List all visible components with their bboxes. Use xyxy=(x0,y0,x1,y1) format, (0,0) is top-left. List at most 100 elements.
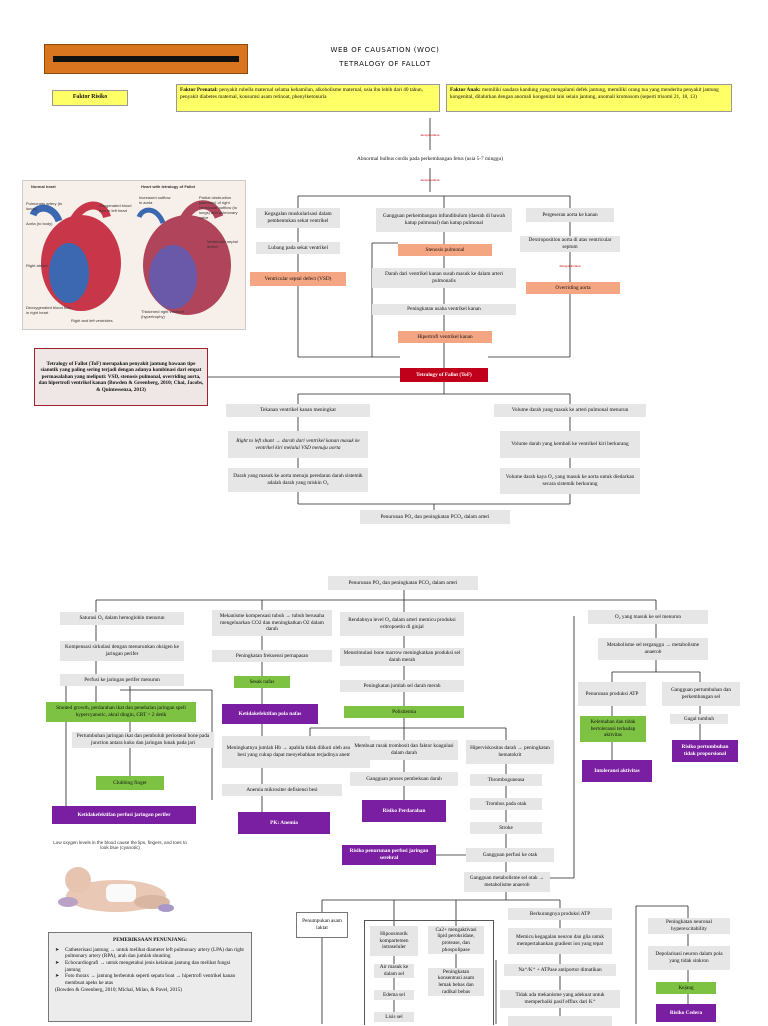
node-depolarisasi: Depolarisasi neuron dalam pola yang tida… xyxy=(648,946,730,970)
node-ketidakefektifan-perfusi: Ketidakefektifan perfusi jaringan perife… xyxy=(52,806,196,824)
node-air-masuk: Air masuk ke dalam sel xyxy=(374,964,414,978)
node-peningkatan-sel: Peningkatan jumlah sel darah merah xyxy=(340,680,464,692)
node-vol3: Volume darah kaya O₂ yang masuk ke aorta… xyxy=(500,468,640,494)
node-clubbing: Clubbing finger xyxy=(96,776,164,790)
fig-label-pa: Pulmonary artery (to lungs) xyxy=(26,201,63,211)
node-kelemahan: Kelemahan dan tidak bertoleransi terhada… xyxy=(580,716,646,742)
node-penumpukan: Penumpukan asam laktat xyxy=(296,912,348,938)
prenatal-text: penyakit rubella maternal selama kehamil… xyxy=(180,87,423,100)
node-intoleransi: Intoleransi aktivitas xyxy=(582,760,652,782)
node-pergeseran: Pergeseran aorta ke kanan xyxy=(526,208,614,222)
node-gagal-tumbuh: Gagal tumbuh xyxy=(670,714,728,724)
penunjang-title: PEMERIKSAAN PENUNJANG: xyxy=(113,937,187,943)
prenatal-title: Faktor Prenatal: xyxy=(180,87,218,93)
child-title: Faktor Anak: xyxy=(450,87,481,93)
node-risiko-cedera: Risiko Cedera xyxy=(656,1004,716,1022)
node-peningkatan-neuronal: Peningkatan neuronal hyperexcitability xyxy=(648,918,730,934)
fig-label-obstruction: Partial obstruction (stenosis) of right … xyxy=(199,195,238,220)
tag-mengakibatkan: Mengakibatkan xyxy=(559,264,581,268)
node-berkurang-atp: Berkurangnya produksi ATP xyxy=(508,908,612,920)
node-abnormal: Abnormal bulbus cordis pada perkembangan… xyxy=(344,152,516,167)
node-risiko-perdarahan: Risiko Perdarahan xyxy=(362,800,446,822)
node-hiperviskositas: Hiperviskositas darah → peningkatan hema… xyxy=(466,740,554,764)
node-kegagalan: Kegagalan muskularisasi dalam pembentuka… xyxy=(256,208,340,228)
fig-label-ventricles: Right and left ventricles xyxy=(71,318,113,323)
node-thromboguneasa: Thromboguneasa xyxy=(470,774,542,786)
node-penurunan-2: Penurunan PO₂ dan peningkatan PCO₂ dalam… xyxy=(328,576,478,590)
fig-label-outflow: Increased outflow in aorta xyxy=(139,195,171,205)
node-vsd: Ventricular septal defect (VSD) xyxy=(250,272,346,286)
node-metabolisme-anaerob: Metabolisme sel terganggu → metabolisme … xyxy=(598,638,708,660)
node-peningkatan-usaha: Peningkatan usaha ventrikel kanan xyxy=(372,304,516,315)
node-memicu: Memicu kegagalan neuron dan glia untuk m… xyxy=(508,928,612,954)
node-tekanan: Tekanan ventrikel kanan meningkat xyxy=(226,404,370,417)
node-meningkatnya-hb: Meningkatnya jumlah Hb → apabila tidak d… xyxy=(222,736,370,768)
header-banner xyxy=(44,44,248,74)
node-mekanisme: Mekanisme kompensasi tubuh → tubuh berus… xyxy=(212,610,332,636)
penunjang-item-2: ➤Echocardiografi → untuk mengetahui jeni… xyxy=(55,959,231,973)
prenatal-factor: Faktor Prenatal: penyakit rubella matern… xyxy=(176,84,440,112)
node-membuat-rusak: Membuat rusak trombosit dan faktor koagu… xyxy=(350,740,458,760)
node-darah-vka: Darah dari ventrikel kanan susah masuk k… xyxy=(372,268,516,288)
heart-figure: Normal heart Heart with tetralogy of Fal… xyxy=(22,180,246,330)
node-tidak-ada: Tidak ada mekanisme yang adekuat untuk m… xyxy=(500,990,620,1008)
fig-label-vsd: Ventricular septal defect xyxy=(207,239,238,249)
node-dextroposition: Dextroposition aorta di atas ventricular… xyxy=(520,236,620,252)
node-kompensasi: Kompensasi sirkulasi dengan menurunkan o… xyxy=(60,641,184,661)
tof-definition: Tetralogy of Fallot (ToF) merupakan peny… xyxy=(34,348,208,406)
fig-label-aorta: Aorta (to body) xyxy=(26,221,53,226)
fig-label-deoxy: Deoxygenated blood flow in right heart xyxy=(26,305,71,315)
penunjang-item-3: ➤Foto thorax → jantung berbentuk seperti… xyxy=(55,973,236,986)
page-title: WEB OF CAUSATION (WOC) xyxy=(330,46,440,54)
node-pk-anemia: PK: Anemia xyxy=(238,812,330,834)
node-na-k: Na⁺/K⁺ + ATPase antiportor dimatikan xyxy=(504,964,616,976)
node-o2-sel: O₂ yang masuk ke sel menurun xyxy=(588,610,708,624)
child-text: memiliki saudara kandung yang mengalami … xyxy=(450,87,719,100)
tag-menyebabkan-2: menyebabkan xyxy=(420,178,440,182)
node-gangguan-beku: Gangguan proses pembekuan darah xyxy=(350,772,458,786)
bottom-bracket-1 xyxy=(364,920,494,1025)
node-peningkatan-asam: Peningkatan konsentrasi asam lemak bebas… xyxy=(428,968,484,996)
node-anemia-mikrositer: Anemia mikrositer defisiensi besi xyxy=(222,784,342,796)
fig-normal-title: Normal heart xyxy=(31,184,56,189)
node-lisis: Lisis sel xyxy=(374,1012,414,1022)
node-risiko-perfusi: Risiko penurunan perfusi jaringan serebr… xyxy=(342,845,436,865)
node-perfusi: Perfusi ke jaringan perifer menurun xyxy=(60,674,184,686)
node-stunted: Stunted growth, perdarahan ikat dan pene… xyxy=(46,702,196,722)
node-overriding: Overriding aorta xyxy=(526,282,620,294)
node-pertumbuhan: Pertumbuhan jaringan ikat dan pembuluh p… xyxy=(72,732,214,748)
node-menstimulasi: Menstimulasi bone marrow meningkatkan pr… xyxy=(340,648,464,666)
node-hipoosmotik: Hipoosmotik kompartemen intraseluler xyxy=(370,926,418,956)
node-hipertrofi: Hipertrofi ventrikel kanan xyxy=(398,331,492,343)
node-risiko-pertumbuhan: Risiko pertumbuhan tidak proporsional xyxy=(672,740,738,762)
node-polisitemia: Polisitemia xyxy=(344,706,464,718)
node-ketidakefektifan-pola: Ketidakefektifan pola nafas xyxy=(222,704,318,724)
tag-menyebabkan-1: menyebabkan xyxy=(420,133,440,137)
node-gangguan-metabolisme-otak: Gangguan metabolisme sel otak → metaboli… xyxy=(464,872,550,892)
node-gangguan-perfusi-otak: Gangguan perfusi ke otak xyxy=(466,848,554,862)
penunjang-item-1: ➤Catheterisasi jantung → untuk melihat d… xyxy=(55,946,244,960)
header-banner-bar xyxy=(53,56,239,62)
node-peningkatan-pernapasan: Peningkatan frekuensi pernapasan xyxy=(212,650,332,662)
node-ca2: Ca2+ mengaktivasi lipid peroksidase, pro… xyxy=(428,926,484,954)
node-trombus: Trombus pada otak xyxy=(470,798,542,810)
baby-illustration xyxy=(58,867,174,912)
node-penurunan-atp: Penurunan produksi ATP xyxy=(578,682,646,706)
node-lubang: Lubang pada sekat ventrikel xyxy=(256,242,340,254)
node-sesak: Sesak nafas xyxy=(234,676,290,688)
node-darah-aorta: Darah yang masuk ke aorta menuju peredar… xyxy=(228,468,368,492)
node-bottom-continued xyxy=(508,1016,612,1026)
child-factor: Faktor Anak: memiliki saudara kandung ya… xyxy=(446,84,732,112)
fig-tof-title: Heart with tetralogy of Fallot xyxy=(141,184,196,189)
fig-label-ra: Right atrium xyxy=(26,263,48,268)
penunjang-box: PEMERIKSAAN PENUNJANG: ➤Catheterisasi ja… xyxy=(48,932,252,1022)
node-penurunan-1: Penurunan PO₂ dan peningkatan PCO₂ dalam… xyxy=(360,510,510,524)
node-stroke: Stroke xyxy=(470,822,542,834)
fig-label-oxy: Oxygenated blood flow in left heart xyxy=(99,203,132,213)
node-gangguan-pertumbuhan: Gangguan pertumbuhan dan perkembangan se… xyxy=(662,682,740,706)
risk-label: Faktor Risiko xyxy=(52,90,128,106)
page-subtitle: TETRALOGY OF FALLOT xyxy=(339,60,431,68)
node-kejang: Kejang xyxy=(656,982,716,994)
heart-illustration xyxy=(23,181,245,329)
